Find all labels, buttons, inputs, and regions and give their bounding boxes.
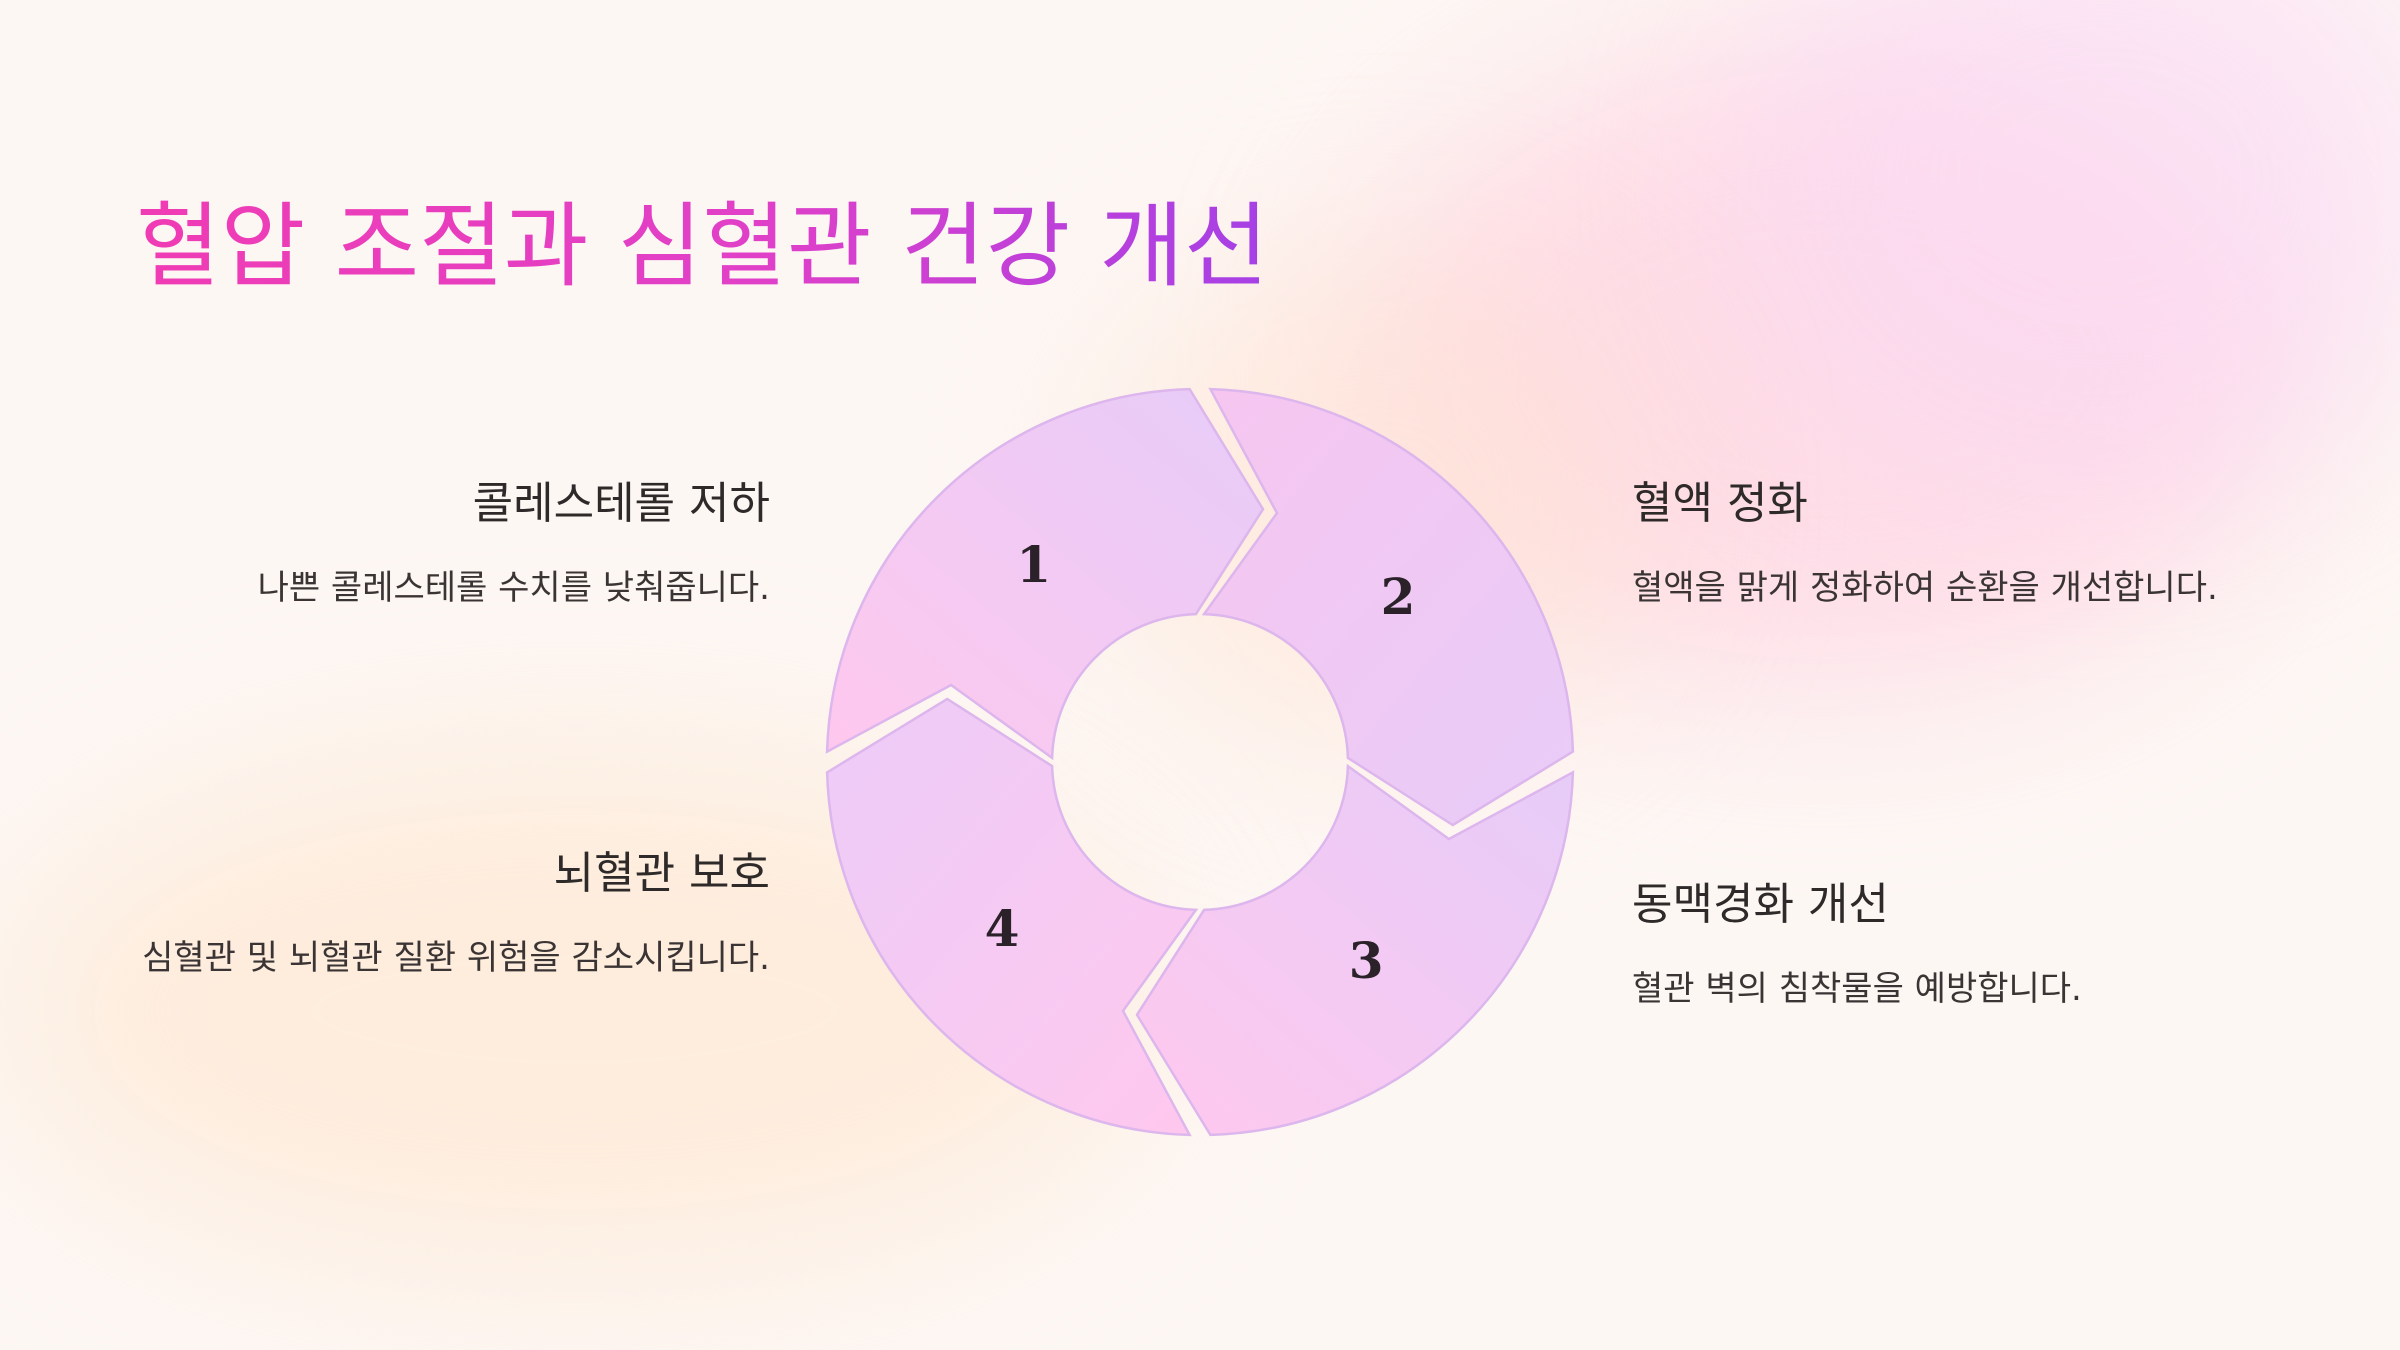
step-4-description: 심혈관 및 뇌혈관 질환 위험을 감소시킵니다.	[142, 938, 770, 978]
cycle-segment-2-number: 2	[1381, 567, 1416, 626]
cycle-segment-4	[825, 697, 1199, 1137]
cycle-segment-2	[1201, 387, 1575, 827]
step-2-description: 혈액을 맑게 정화하여 순환을 개선합니다.	[1632, 568, 2218, 608]
step-4-block: 뇌혈관 보호 심혈관 및 뇌혈관 질환 위험을 감소시킵니다.	[130, 846, 770, 987]
cycle-segment-1-number: 1	[1016, 535, 1051, 594]
step-1-heading: 콜레스테롤 저하	[472, 478, 770, 529]
step-3-heading: 동맥경화 개선	[1632, 879, 1889, 930]
step-2-block: 혈액 정화 혈액을 맑게 정화하여 순환을 개선합니다.	[1632, 476, 2272, 617]
step-1-block: 콜레스테롤 저하 나쁜 콜레스테롤 수치를 낮춰줍니다.	[130, 476, 770, 617]
step-4-heading: 뇌혈관 보호	[553, 848, 770, 899]
step-3-description: 혈관 벽의 침착물을 예방합니다.	[1632, 969, 2082, 1009]
step-1-description: 나쁜 콜레스테롤 수치를 낮춰줍니다.	[257, 568, 770, 608]
page-title: 혈압 조절과 심혈관 건강 개선	[136, 193, 1269, 300]
step-2-heading: 혈액 정화	[1632, 478, 1808, 529]
step-3-block: 동맥경화 개선 혈관 벽의 침착물을 예방합니다.	[1632, 877, 2272, 1018]
cycle-segment-1	[825, 387, 1265, 761]
cycle-segment-3-number: 3	[1349, 931, 1384, 990]
cycle-segment-3	[1135, 763, 1575, 1137]
cycle-segment-4-number: 4	[985, 899, 1020, 958]
